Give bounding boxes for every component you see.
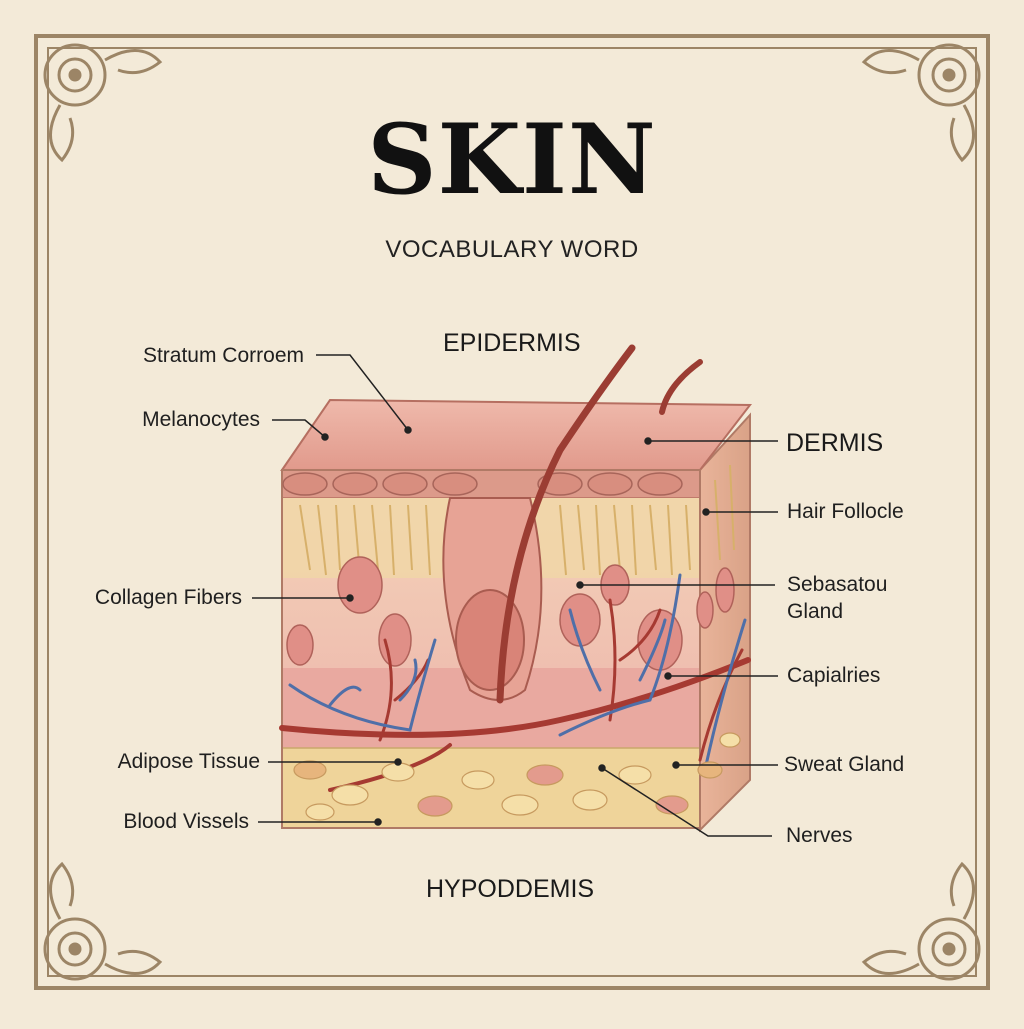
hair-shaft-small [659,359,703,415]
hair-shaft [496,344,636,704]
label-blood-vessels: Blood Vissels [123,810,249,833]
layer-label-dermis: DERMIS [786,429,884,457]
label-hair-follicle: Hair Follocle [787,500,904,523]
epidermis-top-surface [280,398,753,471]
block-outline [281,469,701,829]
capillaries-veins [288,573,747,772]
label-sebaceous-line1: Sebasatou [787,573,888,596]
collagen-fibers [299,464,735,576]
label-adipose-tissue: Adipose Tissue [117,750,260,773]
label-melanocytes: Melanocytes [142,408,260,431]
corner-flourish-bottom-right [861,861,981,981]
corner-flourish-top-left [43,43,163,163]
label-nerves: Nerves [786,824,853,847]
label-collagen-fibers: Collagen Fibers [94,586,242,609]
label-capillaries: Capialries [787,664,881,687]
layer-label-hypodermis: HYPODDEMIS [426,875,595,903]
page-title: SKIN [367,103,657,216]
label-sweat-gland: Sweat Gland [784,753,905,776]
label-sebaceous-line2: Gland [787,600,844,623]
layer-label-epidermis: EPIDERMIS [443,329,581,357]
corner-flourish-bottom-left [43,861,163,981]
adipose-cells [293,732,741,821]
ornamental-frame [34,34,990,990]
corner-flourish-top-right [861,43,981,163]
label-stratum-corneum: Stratum Corroem [142,344,304,367]
page-subtitle: VOCABULARY WORD [385,236,639,263]
leader-lines [252,354,778,837]
